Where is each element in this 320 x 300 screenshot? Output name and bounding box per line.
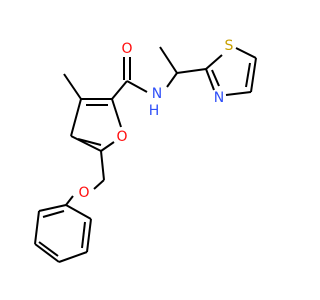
bond-furan-c4-c5 — [70, 135, 102, 152]
bond-ch-thiazole — [176, 68, 207, 74]
bond-furan-c3-methyl — [63, 73, 82, 100]
atom-n-amide: N — [152, 86, 162, 102]
bond-ch-methyl — [159, 46, 178, 74]
bond-phenyl-1-2 — [65, 204, 92, 220]
bond-o-phenyl — [65, 195, 74, 206]
bond-thiazole-c5-c4 — [250, 57, 257, 93]
bond-phenyl-6-1 — [38, 204, 67, 212]
atom-s-thiazole: S — [225, 38, 234, 54]
bond-phenyl-2-3-double — [81, 221, 86, 249]
bond-phenyl-5-6 — [34, 210, 40, 245]
bond-phenyl-2-3 — [86, 218, 92, 253]
atom-o-furan: O — [116, 129, 127, 145]
bonds — [34, 46, 257, 263]
bond-phenyl-6-1-double — [42, 210, 65, 218]
atom-h-amide: H — [149, 103, 160, 119]
bond-phenyl-4-5-double — [38, 241, 59, 257]
bond-thiazole-c5-c4-double — [245, 62, 251, 88]
atom-labels: O N H S N O O — [78, 38, 233, 201]
bond-thiazole-c2-s — [205, 54, 223, 70]
bond-n-ch — [166, 72, 178, 88]
bond-thiazole-n-c2-double — [211, 69, 220, 87]
bond-furan-c3-c4 — [70, 98, 82, 137]
bond-ch2-o — [93, 179, 105, 190]
bond-carbonyl-c-furan — [111, 80, 128, 100]
bond-thiazole-c4-n — [225, 91, 252, 96]
atom-o-ether: O — [78, 185, 89, 201]
bond-carbonyl-c-n — [126, 80, 148, 93]
atom-n-thiazole: N — [214, 90, 224, 106]
bond-furan-c5-o — [100, 141, 115, 152]
bond-furan-o-c2 — [111, 98, 122, 128]
bond-phenyl-3-4 — [58, 251, 88, 263]
bond-c5-ch2 — [100, 150, 105, 181]
bond-thiazole-s-c5 — [235, 47, 257, 59]
bond-thiazole-n-c2 — [205, 68, 215, 91]
bond-furan-c4-c5-double — [77, 138, 102, 146]
atom-o-carbonyl: O — [121, 41, 132, 57]
bond-phenyl-4-5 — [34, 243, 60, 263]
molecule-structure: O N H S N O O — [34, 38, 257, 263]
